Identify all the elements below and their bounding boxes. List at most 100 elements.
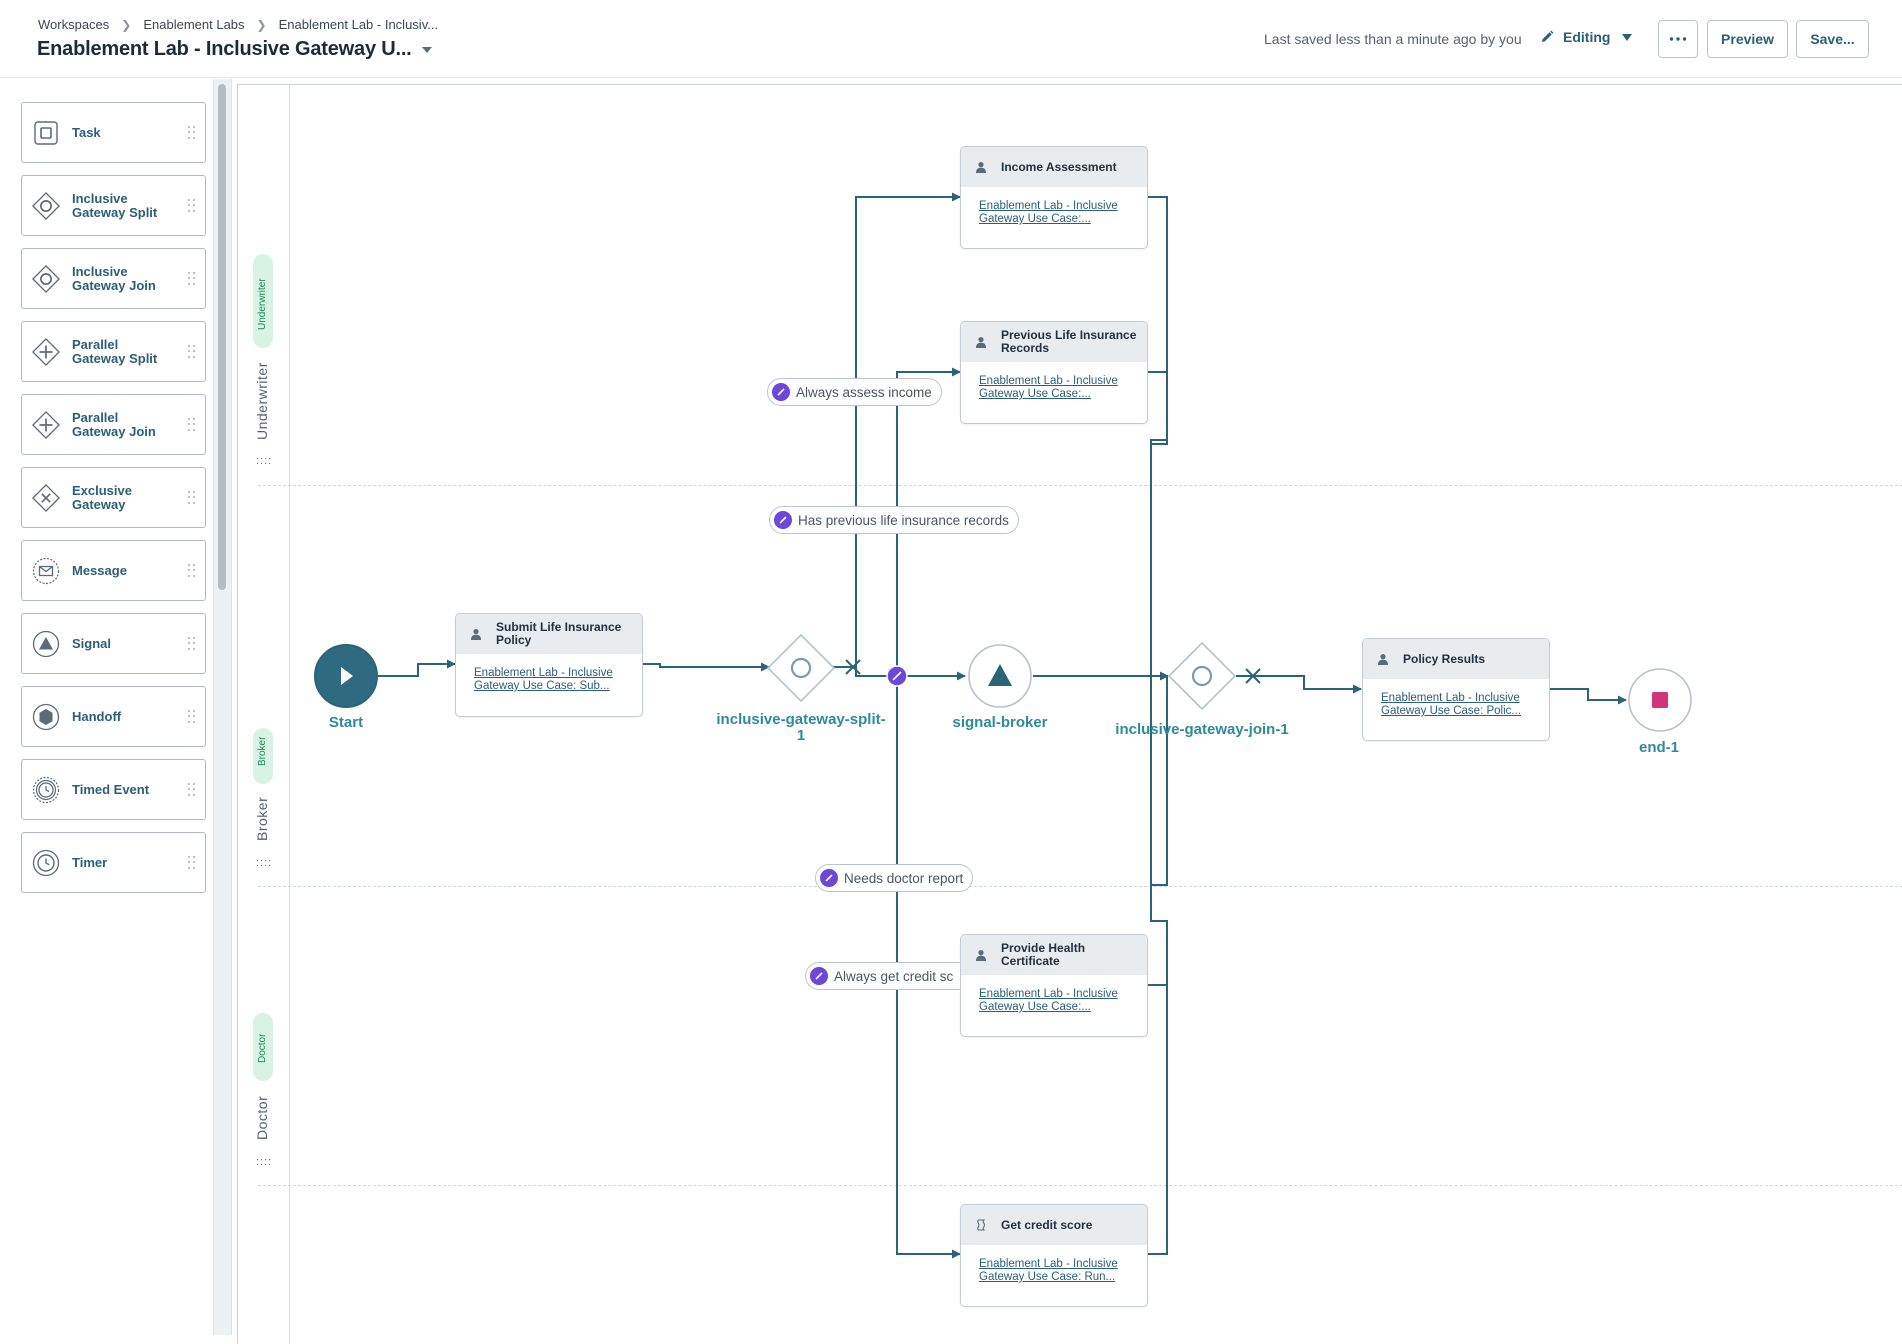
- palette-item-task[interactable]: Task: [21, 102, 206, 163]
- caret-down-icon[interactable]: [421, 46, 432, 53]
- drag-handle-icon[interactable]: [188, 564, 196, 578]
- inclusive-gateway-icon: [32, 264, 60, 293]
- stop-icon: [1652, 692, 1668, 708]
- chevron-right-icon: ❯: [121, 17, 132, 32]
- drag-handle-icon[interactable]: [188, 856, 196, 870]
- drag-handle-icon[interactable]: [188, 272, 196, 286]
- task-get-credit-score[interactable]: Get credit score Enablement Lab - Inclus…: [960, 1204, 1148, 1307]
- drag-handle-icon[interactable]: [188, 126, 196, 140]
- more-options-button[interactable]: [1658, 20, 1698, 58]
- handoff-icon: [32, 703, 60, 731]
- palette-item-label: Timed Event: [72, 781, 150, 797]
- condition-always-get-credit-score[interactable]: Always get credit sc: [805, 962, 960, 990]
- palette-item-exclusive-gateway[interactable]: Exclusive Gateway: [21, 467, 206, 528]
- lane-drag-handle-icon[interactable]: ::::: [256, 455, 273, 467]
- task-name: Income Assessment: [1001, 159, 1117, 174]
- parallel-gateway-icon: [32, 410, 60, 439]
- palette-scrollbar-thumb[interactable]: [218, 84, 226, 590]
- condition-always-assess-income[interactable]: Always assess income: [767, 378, 942, 406]
- inclusive-gateway-join-node[interactable]: [1167, 641, 1237, 711]
- task-name: Get credit score: [1001, 1217, 1093, 1232]
- end-label: end-1: [1638, 739, 1679, 756]
- task-header: Income Assessment: [961, 147, 1147, 187]
- task-policy-results[interactable]: Policy Results Enablement Lab - Inclusiv…: [1362, 638, 1550, 741]
- condition-link-icon: [772, 383, 790, 401]
- task-link[interactable]: Enablement Lab - Inclusive Gateway Use C…: [979, 200, 1118, 225]
- palette-item-timed-event[interactable]: Timed Event: [21, 759, 206, 820]
- task-name: Policy Results: [1403, 651, 1486, 666]
- lane-divider: [258, 886, 1902, 887]
- task-name: Submit Life Insurance Policy: [496, 620, 622, 647]
- end-event-node[interactable]: [1628, 668, 1692, 732]
- lane-pill-broker: Broker: [253, 728, 273, 784]
- gateway-split-label: inclusive-gateway-split-1: [716, 711, 886, 744]
- task-previous-life-insurance-records[interactable]: Previous Life Insurance Records Enableme…: [960, 321, 1148, 424]
- preview-button[interactable]: Preview: [1707, 20, 1788, 58]
- start-event-node[interactable]: [314, 644, 378, 708]
- condition-has-previous-records[interactable]: Has previous life insurance records: [769, 506, 1019, 534]
- gateway-join-label: inclusive-gateway-join-1: [1115, 721, 1289, 738]
- palette-item-label: Inclusive Gateway Join: [72, 263, 156, 293]
- user-icon: [976, 162, 986, 173]
- palette-item-label: Message: [72, 562, 127, 578]
- lane-drag-handle-icon[interactable]: ::::: [256, 857, 273, 869]
- condition-needs-doctor-report[interactable]: Needs doctor report: [815, 864, 974, 892]
- play-icon: [341, 667, 353, 685]
- signal-broker-node[interactable]: [968, 644, 1032, 708]
- task-header: Provide Health Certificate: [961, 935, 1147, 975]
- user-icon: [471, 629, 481, 640]
- task-link[interactable]: Enablement Lab - Inclusive Gateway Use C…: [979, 375, 1118, 400]
- task-link[interactable]: Enablement Lab - Inclusive Gateway Use C…: [979, 1258, 1118, 1283]
- lane-drag-handle-icon[interactable]: ::::: [256, 1156, 273, 1168]
- palette-item-parallel-gateway-join[interactable]: Parallel Gateway Join: [21, 394, 206, 455]
- condition-label: Always get credit sc: [834, 968, 954, 984]
- task-income-assessment[interactable]: Income Assessment Enablement Lab - Inclu…: [960, 146, 1148, 249]
- breadcrumb-workspaces[interactable]: Workspaces: [38, 17, 110, 32]
- parallel-gateway-icon: [32, 337, 60, 366]
- script-icon: [977, 1219, 986, 1231]
- drag-handle-icon[interactable]: [188, 491, 196, 505]
- mode-dropdown[interactable]: Editing: [1540, 29, 1633, 45]
- mode-label: Editing: [1563, 29, 1611, 45]
- palette-item-inclusive-gateway-join[interactable]: Inclusive Gateway Join: [21, 248, 206, 309]
- timed-event-icon: [32, 776, 60, 804]
- condition-link-icon: [810, 967, 828, 985]
- palette-item-label: Parallel Gateway Join: [72, 409, 156, 439]
- page-title[interactable]: Enablement Lab - Inclusive Gateway U...: [37, 38, 432, 61]
- task-submit-life-insurance-policy[interactable]: Submit Life Insurance Policy Enablement …: [455, 613, 643, 717]
- drag-handle-icon[interactable]: [188, 710, 196, 724]
- task-name: Provide Health Certificate: [1001, 941, 1086, 968]
- save-button[interactable]: Save...: [1796, 20, 1869, 58]
- drag-handle-icon[interactable]: [188, 345, 196, 359]
- palette-item-handoff[interactable]: Handoff: [21, 686, 206, 747]
- palette-item-label: Inclusive Gateway Split: [72, 190, 158, 220]
- task-link[interactable]: Enablement Lab - Inclusive Gateway Use C…: [979, 988, 1118, 1013]
- link-icon[interactable]: [886, 665, 908, 687]
- page-title-text: Enablement Lab - Inclusive Gateway U...: [37, 38, 412, 60]
- task-header: Policy Results: [1363, 639, 1549, 679]
- palette-item-inclusive-gateway-split[interactable]: Inclusive Gateway Split: [21, 175, 206, 236]
- task-link[interactable]: Enablement Lab - Inclusive Gateway Use C…: [1381, 692, 1521, 717]
- pool: [237, 84, 1902, 1344]
- palette-item-timer[interactable]: Timer: [21, 832, 206, 893]
- lane-pill-underwriter: Underwriter: [253, 254, 273, 348]
- breadcrumb-enablement-labs[interactable]: Enablement Labs: [143, 17, 245, 32]
- user-icon: [976, 337, 986, 348]
- caret-down-icon: [1622, 33, 1633, 41]
- palette-item-message[interactable]: Message: [21, 540, 206, 601]
- signal-icon: [988, 664, 1012, 686]
- drag-handle-icon[interactable]: [188, 637, 196, 651]
- condition-link-icon: [774, 511, 792, 529]
- palette-item-parallel-gateway-split[interactable]: Parallel Gateway Split: [21, 321, 206, 382]
- user-icon: [1378, 654, 1388, 665]
- palette-item-signal[interactable]: Signal: [21, 613, 206, 674]
- task-link[interactable]: Enablement Lab - Inclusive Gateway Use C…: [474, 667, 613, 692]
- drag-handle-icon[interactable]: [188, 418, 196, 432]
- drag-handle-icon[interactable]: [188, 783, 196, 797]
- drag-handle-icon[interactable]: [188, 199, 196, 213]
- task-provide-health-certificate[interactable]: Provide Health Certificate Enablement La…: [960, 934, 1148, 1037]
- inclusive-gateway-split-node[interactable]: [766, 633, 836, 703]
- breadcrumb-current[interactable]: Enablement Lab - Inclusiv...: [278, 17, 439, 32]
- task-header: Get credit score: [961, 1205, 1147, 1245]
